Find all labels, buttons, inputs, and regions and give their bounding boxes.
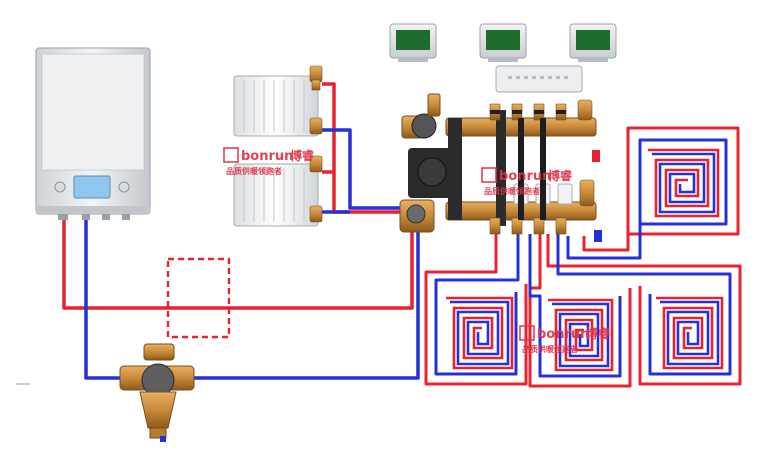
svg-text:品质供暖领跑者: 品质供暖领跑者 <box>484 186 540 196</box>
pipework <box>62 82 420 380</box>
feed-bottom-left-supply <box>424 234 528 386</box>
valve-icon <box>309 117 323 135</box>
svg-text:bonrun: bonrun <box>499 169 551 184</box>
manifold-icon <box>445 99 602 242</box>
boiler-return-pipe <box>84 218 420 380</box>
watermark-logo: bonrun 博睿 品质供暖领跑者 <box>223 147 315 176</box>
svg-text:品质供暖领跑者: 品质供暖领跑者 <box>522 344 578 354</box>
svg-text:品质供暖领跑者: 品质供暖领跑者 <box>226 166 282 176</box>
boiler-icon <box>35 47 151 220</box>
underfloor-loop-icon <box>446 296 514 370</box>
radiator-supply-pipe <box>322 82 408 214</box>
radiator-valves <box>309 65 323 223</box>
watermark-logo: bonrun 博睿 品质供暖领跑者 <box>519 325 611 354</box>
underfloor-loop-icon <box>548 298 614 372</box>
feed-bottom-right-supply <box>546 234 742 386</box>
reserved-area-box <box>166 257 231 339</box>
valve-icon <box>309 205 323 223</box>
svg-text:bonrun: bonrun <box>537 327 589 342</box>
underfloor-feed-pipes <box>424 126 742 388</box>
feed-top-right-return <box>566 138 728 260</box>
thermostat-icon <box>479 23 527 62</box>
radiator-icon <box>233 75 319 137</box>
boiler-display <box>73 175 111 199</box>
underfloor-loop-icon <box>656 296 724 370</box>
feed-bottom-left-return <box>434 234 520 376</box>
svg-text:博睿: 博睿 <box>548 168 573 183</box>
thermostat-icon <box>569 23 617 62</box>
boiler-supply-pipe <box>62 218 414 310</box>
valve-icon <box>309 65 323 83</box>
feed-bottom-mid-return <box>528 234 622 378</box>
svg-text:bonrun: bonrun <box>241 149 293 164</box>
feed-bottom-mid-supply <box>528 234 632 388</box>
wiring-controller-icon <box>495 65 583 93</box>
dirt-separator-icon <box>119 343 195 442</box>
svg-text:博睿: 博睿 <box>586 326 611 341</box>
valve-icon <box>309 155 323 173</box>
boiler-knob-left <box>54 181 66 193</box>
radiator-icon <box>233 163 319 227</box>
pump-icon <box>399 93 452 233</box>
underfloor-loop-icon <box>648 148 720 218</box>
underfloor-loops <box>446 148 724 372</box>
thermostat-icon <box>389 23 437 62</box>
radiator-return-pipe <box>322 128 408 210</box>
boiler-knob-right <box>118 181 130 193</box>
feed-bottom-right-return <box>556 234 732 376</box>
svg-text:博睿: 博睿 <box>290 148 315 163</box>
feed-top-right-supply <box>582 126 740 252</box>
watermark-logo: bonrun 博睿 品质供暖领跑者 <box>481 167 573 196</box>
